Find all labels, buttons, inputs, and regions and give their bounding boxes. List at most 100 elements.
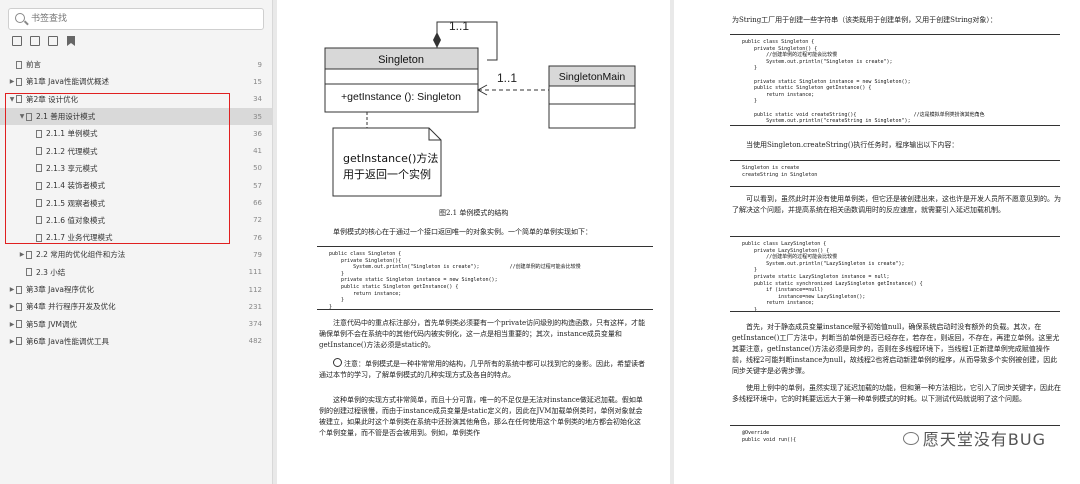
right-intro-line: 为String工厂用于创建一些字符串（该类既用于创建单例，又用于创建String… [732, 16, 997, 24]
toc-item-label: 2.1.7 业务代理模式 [46, 233, 113, 243]
toc-item-label: 2.1.5 观察者模式 [46, 198, 105, 208]
toc-item-label: 第2章 设计优化 [26, 94, 79, 104]
search-icon [15, 13, 25, 23]
toc-item-page: 111 [248, 268, 262, 277]
note-text: 注意：单例模式是一种非常常用的结构，几乎所有的系统中都可以找到它的身影。因此，希… [319, 360, 645, 379]
toc-item-page: 57 [253, 181, 262, 190]
toc-item-label: 第6章 Java性能调优工具 [26, 336, 109, 346]
toc-item-page: 35 [253, 112, 262, 121]
watermark: 愿天堂没有BUG [902, 426, 1046, 450]
chevron-right-icon[interactable]: ▶ [9, 78, 15, 86]
singleton-method-label: +getInstance (): Singleton [341, 91, 461, 103]
page-icon [36, 216, 42, 225]
page-icon [36, 129, 42, 138]
program-output-block: Singleton is create createString in Sing… [730, 160, 1060, 187]
singleton-main-class-name: SingletonMain [559, 71, 626, 83]
toc-item[interactable]: 2.1.3 享元模式 50 [0, 160, 272, 177]
toc-item-page: 15 [253, 77, 262, 86]
page-icon [16, 95, 22, 104]
chevron-right-icon[interactable]: ▶ [9, 337, 15, 345]
paragraph-2: 这种单例的实现方式非常简单，而且十分可靠，唯一的不足仅是无法对instance做… [319, 396, 643, 437]
toc-item[interactable]: ▶ 第1章 Java性能调优概述 15 [0, 73, 272, 90]
page-icon [36, 164, 42, 173]
note-box [332, 127, 442, 197]
code-block-run-method: @Override public void run(){ [730, 425, 1060, 455]
toc-item[interactable]: 2.3 小结 111 [0, 264, 272, 281]
chevron-right-icon[interactable]: ▶ [9, 286, 15, 293]
multiplicity-top-label: 1..1 [449, 19, 469, 33]
expand-all-icon[interactable] [12, 36, 22, 46]
toc-item-page: 9 [257, 60, 262, 69]
page-icon [36, 199, 42, 208]
document-page-right: 为String工厂用于创建一些字符串（该类既用于创建单例，又用于创建String… [674, 0, 1080, 484]
intro-paragraph: 单例模式的核心在于通过一个接口返回唯一的对象实例。一个简单的单例实现如下： [333, 228, 592, 236]
singleton-class-header [324, 47, 479, 70]
page-icon [16, 337, 22, 346]
toc-item-page: 231 [248, 302, 262, 311]
toc-item-page: 50 [253, 164, 262, 173]
toc-item-label: 前言 [26, 60, 41, 70]
paragraph-1: 注意代码中的重点标注部分，首先单例类必须要有一个private访问级别的构造函数… [319, 319, 646, 349]
toc-item-label: 第1章 Java性能调优概述 [26, 77, 109, 87]
toc-item[interactable]: ▶ 第3章 Java程序优化 112 [0, 281, 272, 298]
right-paragraph-2: 首先，对于静态成员变量instance赋予初始值null，确保系统启动时没有额外… [732, 323, 1060, 375]
toc-item-label: 2.1.6 值对象模式 [46, 215, 105, 225]
multiplicity-right-label: 1..1 [497, 71, 517, 85]
toc-item[interactable]: 2.1.7 业务代理模式 76 [0, 229, 272, 246]
note-line-1: getInstance()方法 [343, 151, 438, 165]
page-icon [16, 320, 22, 329]
bookmark-icon[interactable] [66, 36, 76, 46]
toc-item-label: 2.1.3 享元模式 [46, 163, 98, 173]
aggregation-diamond [433, 32, 441, 48]
toc-item-label: 2.1 善用设计模式 [36, 112, 96, 122]
bookmark-search-box[interactable] [8, 8, 264, 30]
chevron-down-icon[interactable]: ▼ [9, 95, 15, 103]
note-line-2: 用于返回一个实例 [343, 167, 431, 181]
toc-item[interactable]: 2.1.5 观察者模式 66 [0, 194, 272, 211]
right-paragraph-1: 可以看到，虽然此时并没有使用单例类，但它还是被创建出来，这也许是开发人员所不愿意… [732, 195, 1061, 214]
toc-item-page: 72 [253, 216, 262, 225]
page-icon [16, 60, 22, 69]
bookmark-search-input[interactable] [31, 11, 251, 27]
page-icon [16, 77, 22, 86]
figure-caption: 图2.1 单例模式的结构 [439, 209, 509, 217]
code-block-lazy-singleton: public class LazySingleton { private Laz… [730, 236, 1060, 312]
page-icon [36, 233, 42, 242]
chevron-right-icon[interactable]: ▶ [9, 320, 15, 328]
page-icon [36, 181, 42, 190]
watermark-text: 愿天堂没有BUG [922, 430, 1046, 449]
toc-item-page: 76 [253, 233, 262, 242]
page-icon [26, 250, 32, 259]
document-page-left: 1..1 Singleton +getInstance (): Singleto… [277, 0, 670, 484]
toc-item[interactable]: 2.1.6 值对象模式 72 [0, 212, 272, 229]
chevron-right-icon[interactable]: ▶ [19, 251, 25, 259]
collapse-all-icon[interactable] [30, 36, 40, 46]
toc-item[interactable]: 前言 9 [0, 56, 272, 73]
toc-item-page: 374 [248, 320, 262, 329]
toc-item-page: 41 [253, 147, 262, 156]
wechat-icon [902, 431, 919, 445]
note-paragraph: 注意：单例模式是一种非常常用的结构，几乎所有的系统中都可以找到它的身影。因此，希… [319, 358, 647, 381]
add-bookmark-icon[interactable] [48, 36, 58, 46]
uml-class-diagram: 1..1 Singleton +getInstance (): Singleto… [324, 19, 636, 197]
toc-item-label: 2.3 小结 [36, 267, 66, 277]
toc-item[interactable]: ▼ 2.1 善用设计模式 35 [0, 107, 272, 126]
code-block-singleton: public class Singleton { private Singlet… [317, 246, 653, 310]
toc-item-label: 第3章 Java程序优化 [26, 285, 94, 294]
toc-item-page: 66 [253, 199, 262, 208]
page-icon [26, 112, 32, 121]
chevron-right-icon[interactable]: ▶ [9, 303, 15, 311]
toc-item-page: 112 [248, 285, 262, 294]
page-icon [16, 285, 22, 294]
chevron-down-icon[interactable]: ▼ [19, 113, 25, 121]
